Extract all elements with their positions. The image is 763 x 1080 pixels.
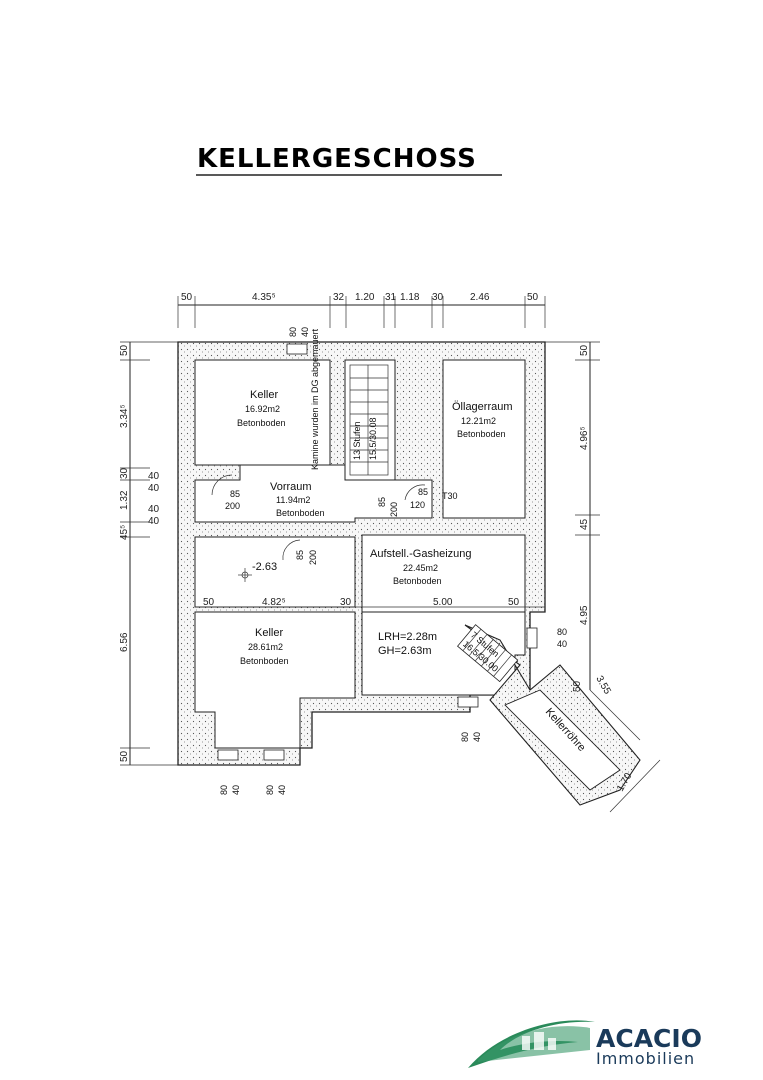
page-title: KELLERGESCHOSS xyxy=(197,144,477,174)
gh-note: GH=2.63m xyxy=(378,645,432,657)
win-top-h: 40 xyxy=(300,327,310,337)
room-oellager: Öllagerraum 12.21m2 Betonboden xyxy=(452,401,513,439)
dim-top-6: 1.18 xyxy=(400,292,420,303)
door-center-w: 85 xyxy=(377,497,387,507)
logo-name: ACACIO xyxy=(596,1024,702,1053)
win-right-w: 80 xyxy=(557,627,567,637)
level-marker: -2.63 xyxy=(238,561,277,582)
win-left2-h: 40 xyxy=(148,516,160,527)
window-top: 80 40 xyxy=(286,327,310,355)
lrh-note: LRH=2.28m xyxy=(378,631,437,643)
stairs-label: 13 Stufen xyxy=(352,421,362,460)
dim-top-9: 50 xyxy=(527,292,539,303)
door-keller2-w: 85 xyxy=(295,550,305,560)
door-oel-h: 120 xyxy=(410,500,425,510)
door-oel-w: 85 xyxy=(418,487,428,497)
door-keller2: 85 200 xyxy=(282,539,318,565)
win-top-w: 80 xyxy=(288,327,298,337)
door-keller1-h: 200 xyxy=(225,501,240,511)
window-bottom-1: 80 40 xyxy=(217,749,241,795)
dim-left-3: 30 xyxy=(119,467,130,479)
room-vorraum-area: 11.94m2 xyxy=(276,495,310,505)
dim-left-1: 50 xyxy=(119,344,130,356)
room-vorraum-name: Vorraum xyxy=(270,481,312,493)
win-bottom1-h: 40 xyxy=(231,785,241,795)
dim-left-6: 6.56 xyxy=(119,632,130,652)
room-keller2-area: 28.61m2 xyxy=(248,642,283,652)
inner-dim-mid: 30 xyxy=(340,597,352,608)
room-keller2-name: Keller xyxy=(255,627,283,639)
inner-dim-left: 50 xyxy=(203,597,215,608)
room-keller-2: Keller 28.61m2 Betonboden xyxy=(240,627,289,666)
win-right-h: 40 xyxy=(557,639,567,649)
room-vorraum-floor: Betonboden xyxy=(276,508,325,518)
room-heizung: Aufstell.-Gasheizung 22.45m2 Betonboden xyxy=(370,548,472,586)
inner-dim-heizung: 5.00 xyxy=(433,597,453,608)
ext-dim-1: 3.55 xyxy=(593,674,612,697)
dim-top-4: 1.20 xyxy=(355,292,375,303)
win-bottom1-w: 80 xyxy=(219,785,229,795)
left-dimension-chain: 50 3.34⁵ 30 1.32 45⁵ 6.56 50 40 40 40 40 xyxy=(119,341,178,766)
door-center: 85 200 xyxy=(377,497,399,517)
win-bottom2-w: 80 xyxy=(265,785,275,795)
room-keller1-area: 16.92m2 xyxy=(245,404,280,414)
dim-right-4: 4.95 xyxy=(579,605,590,625)
t30-label: T30 xyxy=(442,491,458,501)
room-oellager-area: 12.21m2 xyxy=(461,416,496,426)
dim-left-2: 3.34⁵ xyxy=(119,404,130,428)
door-oellager: 85 120 T30 xyxy=(404,484,458,510)
right-dimension-chain: 50 4.96⁵ 45 4.95 xyxy=(545,341,600,690)
ext-dim-3: 50 xyxy=(572,680,583,692)
room-keller1-name: Keller xyxy=(250,389,278,401)
dim-left-4: 1.32 xyxy=(119,490,130,510)
dim-right-2: 4.96⁵ xyxy=(579,426,590,450)
top-dimension-chain: 50 4.35⁵ 32 1.20 31 1.18 30 2.46 50 xyxy=(177,292,546,328)
dim-right-3: 45 xyxy=(579,518,590,530)
logo-subtitle: Immobilien xyxy=(596,1049,695,1068)
dim-top-8: 2.46 xyxy=(470,292,490,303)
inner-dimension-row: 50 4.82⁵ 30 5.00 50 xyxy=(195,597,545,608)
room-heizung-area: 22.45m2 xyxy=(403,563,438,573)
kellerroehre: 7 Stufen 16.5/30.00 Kellerröhre 3.55 1.7… xyxy=(457,624,661,813)
window-right: 80 40 xyxy=(526,627,567,649)
door-keller2-h: 200 xyxy=(308,550,318,565)
window-bottom-2: 80 40 xyxy=(263,749,287,795)
room-vorraum: Vorraum 11.94m2 Betonboden xyxy=(270,481,325,518)
room-keller2-floor: Betonboden xyxy=(240,656,289,666)
win-left1-w: 40 xyxy=(148,471,160,482)
win-left1-h: 40 xyxy=(148,483,160,494)
stairs-dims: 15.5/30.08 xyxy=(368,417,378,460)
dim-left-5: 45⁵ xyxy=(119,525,130,540)
room-keller-1: Keller 16.92m2 Betonboden xyxy=(237,389,286,428)
dim-right-1: 50 xyxy=(579,344,590,356)
win-left2-w: 40 xyxy=(148,504,160,515)
dim-top-1: 50 xyxy=(181,292,193,303)
walls xyxy=(177,341,546,766)
door-keller1: 85 200 xyxy=(211,474,240,511)
inner-dim-right: 50 xyxy=(508,597,520,608)
window-heizung: 80 40 xyxy=(457,696,482,742)
acacio-logo: ACACIO Immobilien xyxy=(468,1020,702,1068)
win-heizung-w: 80 xyxy=(460,732,470,742)
kamine-note: Kamine wurden im DG abgemauert xyxy=(310,328,320,470)
staircase: 13 Stufen 15.5/30.08 xyxy=(349,364,389,476)
room-oellager-name: Öllagerraum xyxy=(452,401,513,413)
level-value: -2.63 xyxy=(252,561,277,573)
door-keller1-w: 85 xyxy=(230,489,240,499)
win-heizung-h: 40 xyxy=(472,732,482,742)
win-bottom2-h: 40 xyxy=(277,785,287,795)
dim-top-7: 30 xyxy=(432,292,444,303)
door-center-h: 200 xyxy=(389,502,399,517)
room-heizung-name: Aufstell.-Gasheizung xyxy=(370,548,472,560)
room-oellager-floor: Betonboden xyxy=(457,429,506,439)
dim-left-7: 50 xyxy=(119,750,130,762)
dim-top-5: 31 xyxy=(385,292,397,303)
room-keller1-floor: Betonboden xyxy=(237,418,286,428)
dim-top-2: 4.35⁵ xyxy=(252,292,276,303)
dim-top-3: 32 xyxy=(333,292,345,303)
room-heizung-floor: Betonboden xyxy=(393,576,442,586)
inner-dim-keller: 4.82⁵ xyxy=(262,597,286,608)
